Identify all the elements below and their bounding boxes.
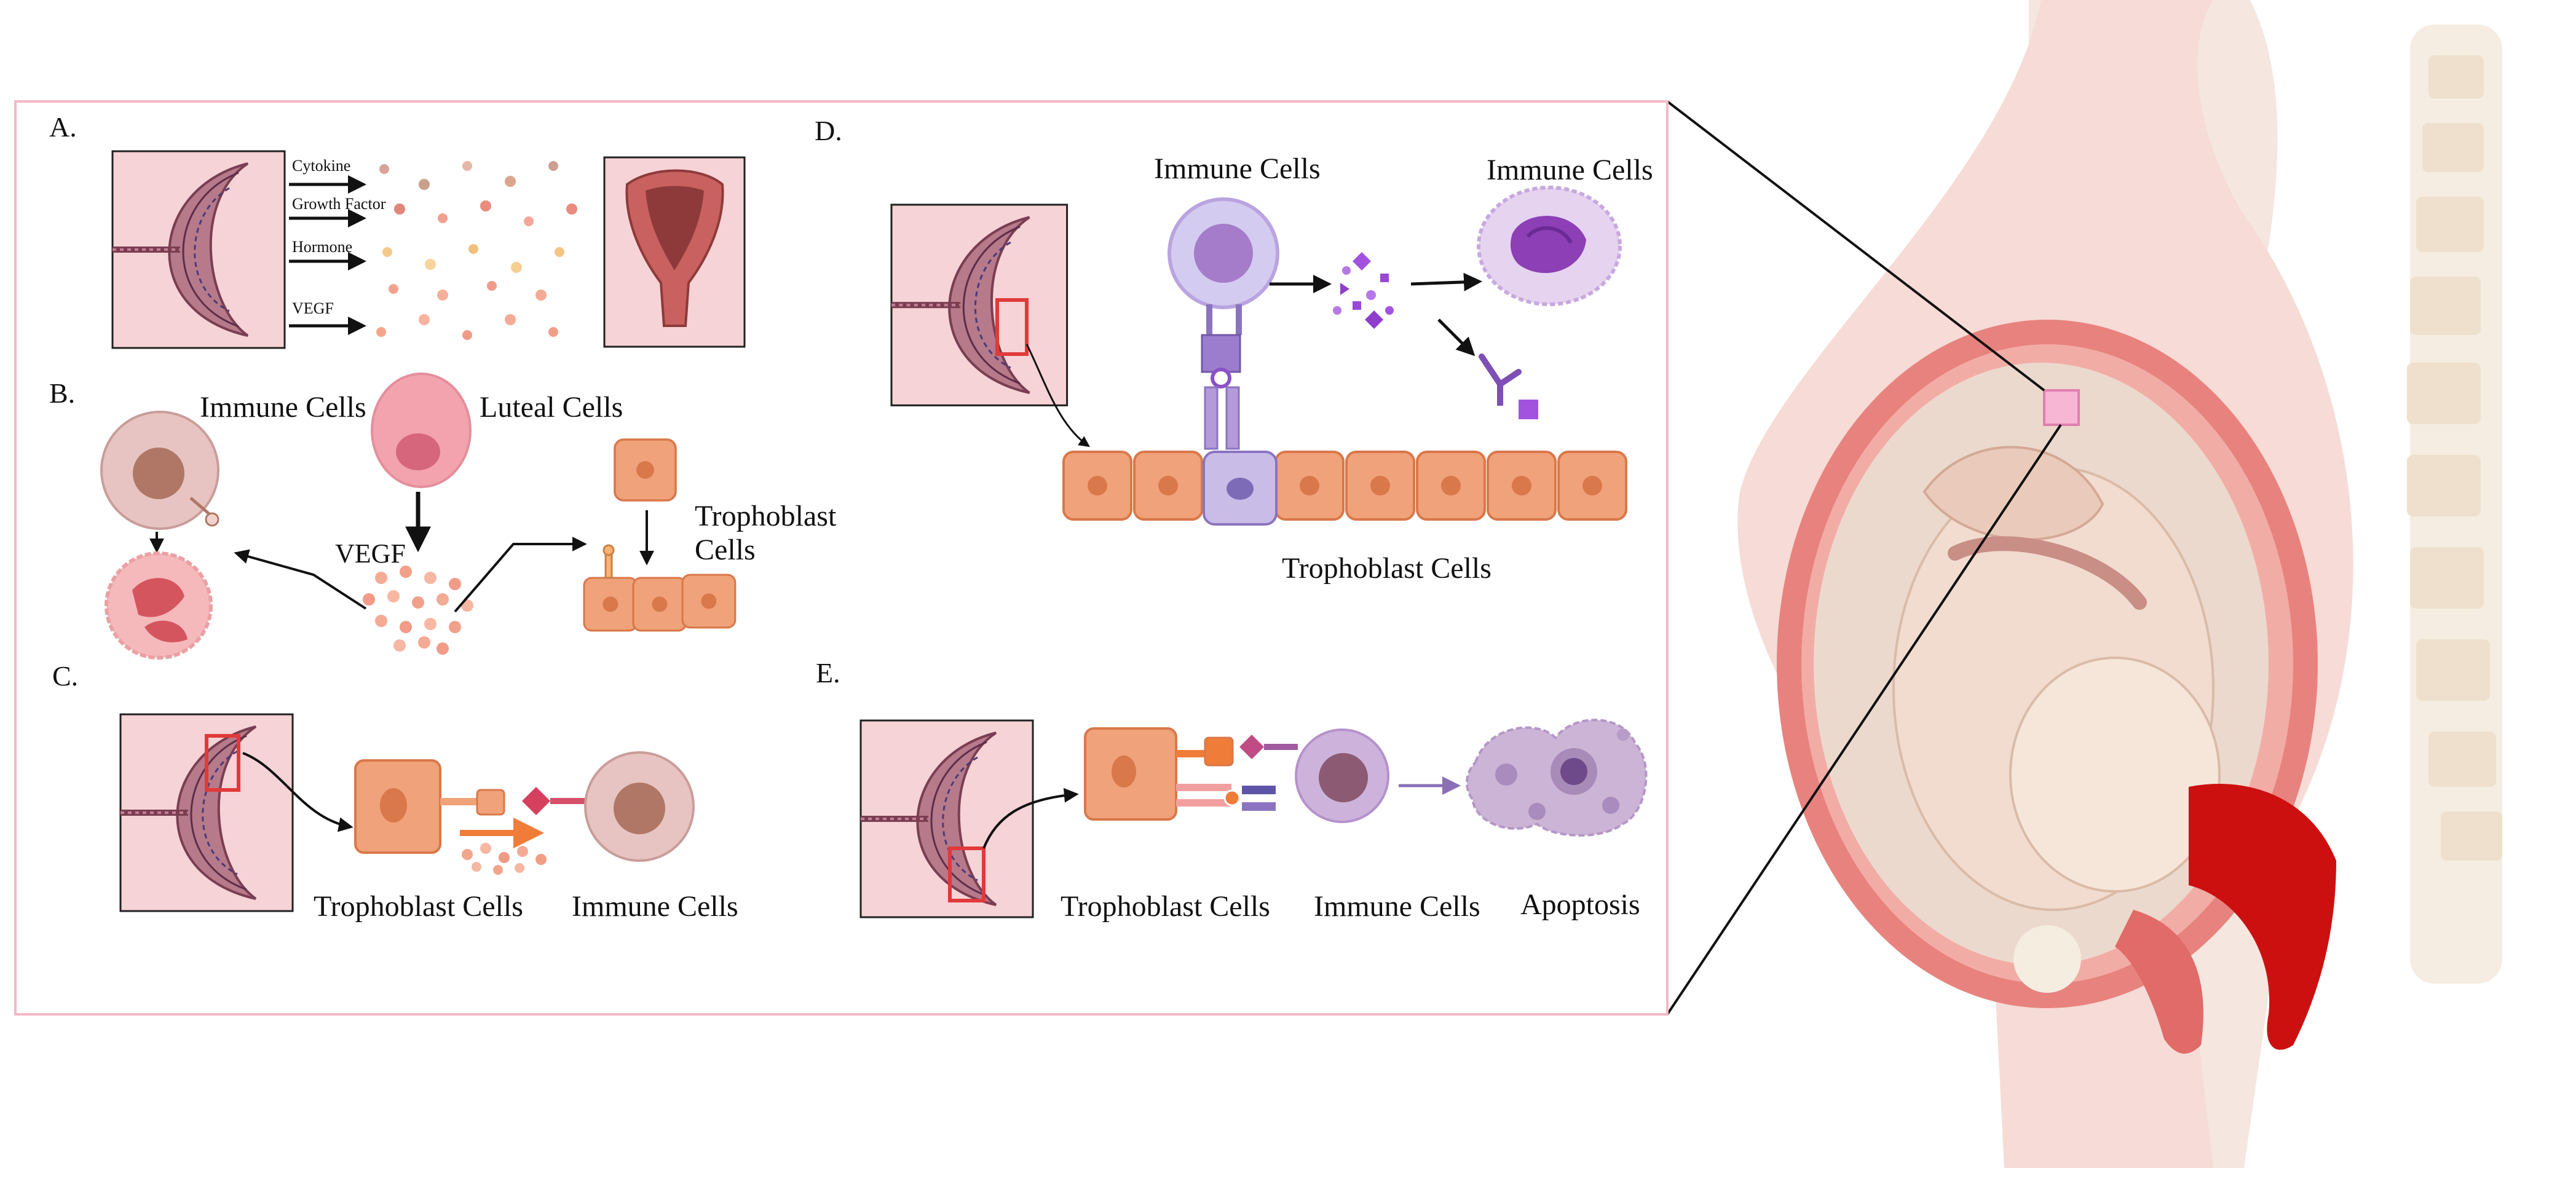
arrow-zoom-e [982,787,1079,849]
pubic-bone [2013,925,2081,993]
panel-d: D. [815,115,1653,585]
label-immune-d-1: Immune Cells [1154,152,1321,185]
label-cytokine: Cytokine [292,157,350,175]
label-trophoblast-b-1: Trophoblast [695,500,837,532]
label-growth-factor: Growth Factor [292,195,386,213]
label-trophoblast-d: Trophoblast Cells [1282,552,1491,585]
receptor-complex-d [1201,304,1242,450]
uterus-icon [603,156,746,348]
trophoblast-single [614,438,677,502]
cervix [2115,910,2203,1054]
luteal-cell [371,373,472,488]
highlight-box [2043,389,2080,426]
secreted-factors [376,161,577,340]
blood-flow [2189,784,2336,1050]
label-immune-d-2: Immune Cells [1487,154,1653,186]
zoom-line-bottom [1666,424,2062,1016]
panel-b: B. Immune Cells Luteal Cells VEGF [49,373,837,660]
trophoblast-row-d [1062,451,1627,526]
placenta-highlight-d [995,298,1029,356]
cytokine-particles-d [1333,252,1394,329]
arrow-vegf-to-trophoblast [454,537,587,613]
panel-e-letter: E. [816,657,840,689]
antibody-icon [1479,353,1538,419]
zoom-line-top [1666,100,2045,392]
label-immune-cells-b: Immune Cells [200,391,366,424]
activated-immune-cell-d [1477,186,1622,306]
panel-a-letter: A. [49,111,77,143]
trophoblast-cell-c [354,759,587,854]
immune-cell-b [100,411,219,530]
panel-a: A. Cytokine Growth Factor Hormone VEGF [49,111,746,348]
label-immune-c: Immune Cells [572,890,738,923]
panel-c-letter: C. [52,660,78,692]
placenta-highlight-c [205,734,240,792]
immune-cell-d [1167,197,1279,309]
panel-e: E. Tro [816,657,1648,923]
spine [2407,25,2502,984]
panel-d-letter: D. [815,115,842,146]
immune-cell-c [584,751,695,862]
label-luteal-cells: Luteal Cells [480,391,623,424]
trophoblast-row-b [583,544,737,632]
trophoblast-cell-e [1084,727,1298,821]
arrow-zoom-d [1025,344,1090,448]
arrow-to-antibody [1437,318,1476,357]
label-trophoblast-c: Trophoblast Cells [314,890,523,923]
label-vegf-b: VEGF [335,539,406,569]
label-apoptosis: Apoptosis [1520,888,1640,921]
apoptotic-cell [1465,719,1648,837]
immune-cell-e [1295,728,1389,823]
label-trophoblast-b-2: Cells [695,534,756,566]
arrow-vegf-to-immune [234,549,367,610]
label-trophoblast-e: Trophoblast Cells [1061,890,1270,923]
placenta-highlight-e [948,847,986,902]
activated-immune-cell [105,551,213,660]
arrow-zoom-c [242,752,354,832]
panel-c: C. Trophoblast Cells Immune Cells [52,660,738,923]
label-hormone: Hormone [292,238,352,256]
placenta-icon [113,151,285,348]
label-vegf-a: VEGF [292,299,334,317]
signal-particles-c [462,843,547,875]
fetus [1892,446,2221,911]
label-immune-e: Immune Cells [1314,890,1480,923]
panel-b-letter: B. [49,377,75,409]
arrow-to-activated [1410,272,1482,291]
placenta-icon-e [861,720,1033,917]
pregnancy-illustration [1666,0,2502,1168]
